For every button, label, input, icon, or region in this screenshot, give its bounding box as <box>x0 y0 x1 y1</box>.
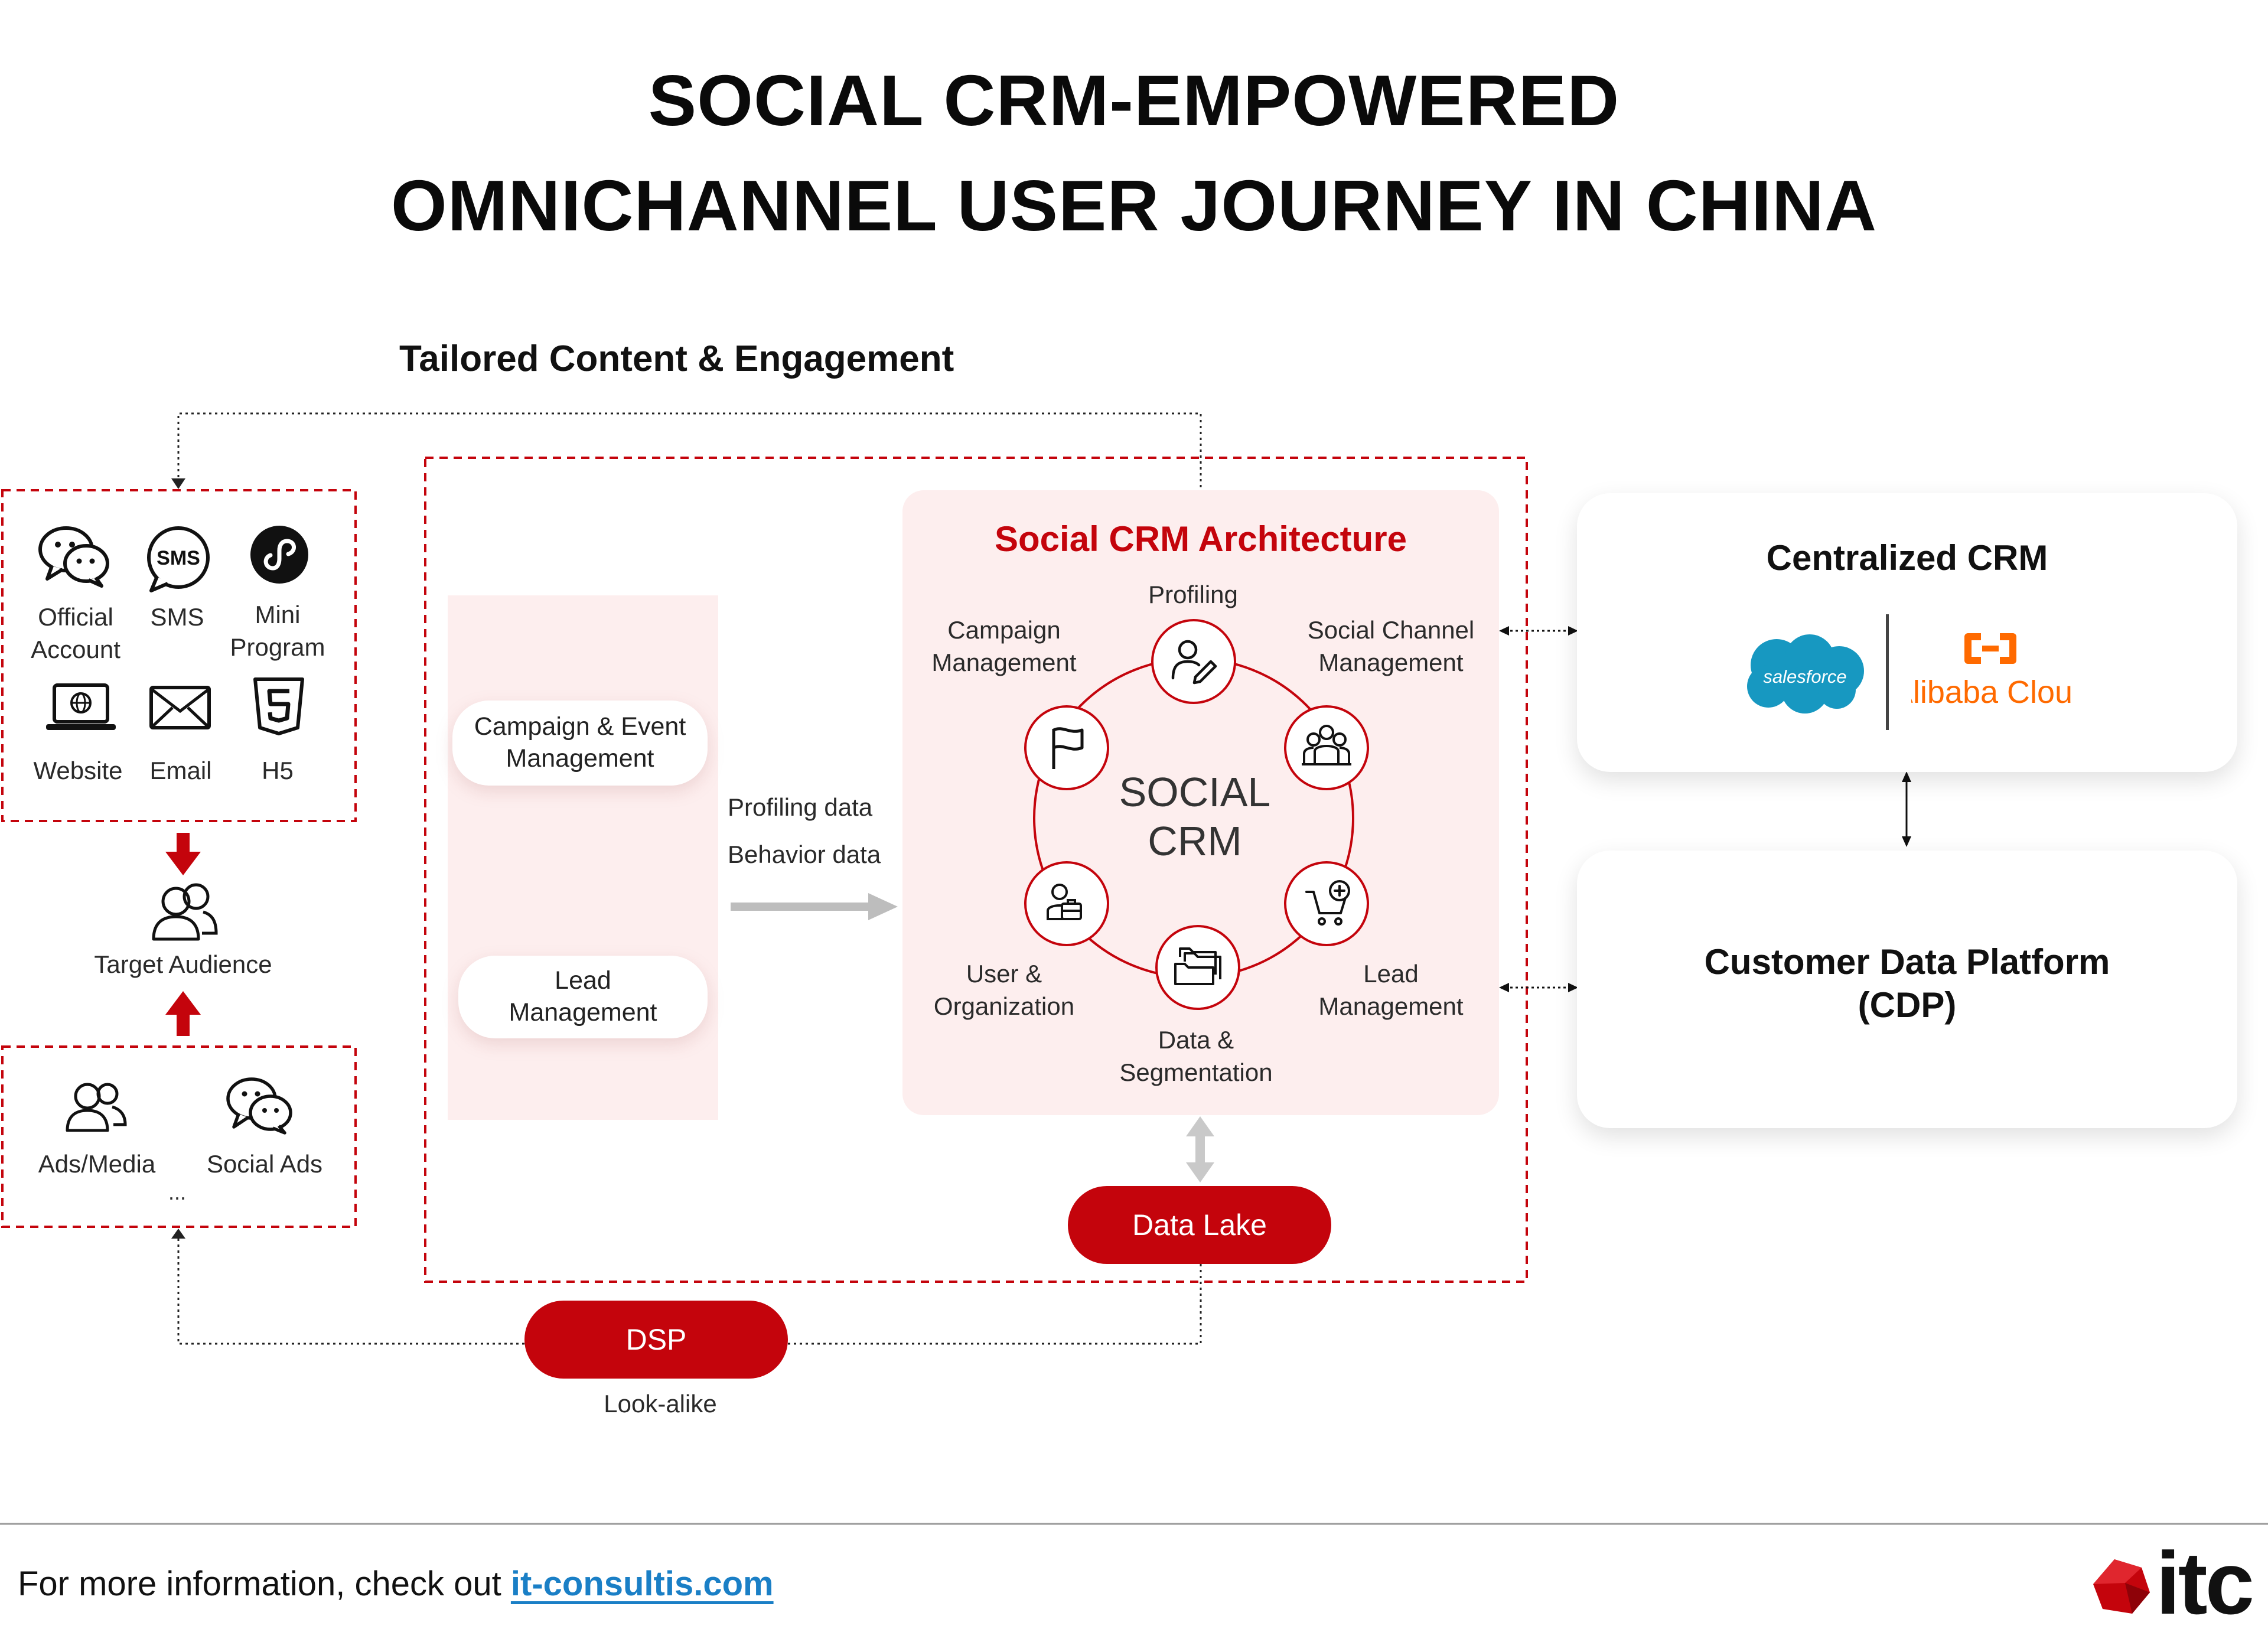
lead-node-label: Lead Management <box>1318 960 1464 1020</box>
cdp-link-arrow <box>1499 983 1578 992</box>
folders-icon <box>1174 947 1221 985</box>
group-icon <box>1302 725 1351 765</box>
more-channels-ellipsis: ... <box>168 1180 186 1204</box>
profiling-data-label: Profiling data <box>728 793 873 821</box>
social-channel-node-label: Social Channel Management <box>1307 616 1475 676</box>
email-icon <box>149 685 211 730</box>
lead-management-module[interactable]: Lead Management <box>458 956 708 1038</box>
target-audience-icon <box>150 882 219 941</box>
red-arrow-up <box>165 991 201 1036</box>
sms-icon: SMS <box>143 524 213 594</box>
profiling-node-label: Profiling <box>1148 581 1238 608</box>
flag-icon <box>1052 727 1084 769</box>
mini-program-icon <box>249 524 309 585</box>
target-audience-label: Target Audience <box>94 950 272 978</box>
architecture-heading: Social CRM Architecture <box>995 519 1407 559</box>
email-label: Email <box>149 757 212 784</box>
behavior-data-label: Behavior data <box>728 840 881 868</box>
itc-logo-text: itc <box>2156 1533 2254 1633</box>
campaign-node-label: Campaign Management <box>931 616 1077 676</box>
page-title-line-1: SOCIAL CRM-EMPOWERED <box>648 60 1620 141</box>
salesforce-logo: salesforce <box>1740 628 1870 717</box>
salesforce-text: salesforce <box>1763 666 1846 687</box>
official-account-label: Official Account <box>31 603 120 663</box>
alibaba-cloud-logo: Alibaba Cloud <box>1892 632 2090 726</box>
acquisition-frame <box>1 1045 357 1228</box>
crm-cdp-arrow <box>1902 771 1911 847</box>
user-organization-icon <box>1047 884 1082 920</box>
alibaba-cloud-text: Alibaba Cloud <box>1911 675 2071 710</box>
crm-logo-divider <box>1886 614 1889 730</box>
channels-frame <box>1 489 357 822</box>
html5-icon <box>253 677 305 736</box>
ads-media-label: Ads/Media <box>38 1150 156 1178</box>
sms-icon-text: SMS <box>157 547 200 569</box>
page-title-line-2: OMNICHANNEL USER JOURNEY IN CHINA <box>390 165 1878 246</box>
mini-program-label: Mini Program <box>230 601 325 661</box>
wechat-icon <box>37 524 111 588</box>
itc-logo-gem-icon <box>2091 1557 2153 1616</box>
footer-text: For more information, check out <box>18 1565 511 1603</box>
dsp-pill[interactable]: DSP <box>524 1301 788 1379</box>
lookalike-label: Look-alike <box>604 1390 717 1418</box>
architecture-panel <box>902 490 1499 1115</box>
campaign-event-module[interactable]: Campaign & Event Management <box>452 701 708 786</box>
sms-label: SMS <box>150 603 204 631</box>
footer-info: For more information, check out it-consu… <box>18 1564 774 1604</box>
social-ads-label: Social Ads <box>206 1150 323 1178</box>
h5-label: H5 <box>262 757 294 784</box>
centralized-crm-card <box>1577 493 2237 772</box>
footer-link[interactable]: it-consultis.com <box>510 1565 774 1603</box>
cdp-heading: Customer Data Platform (CDP) <box>1704 942 2110 1025</box>
crm-ring-diagram <box>1024 619 1369 1010</box>
tailored-content-loop <box>177 412 1202 493</box>
data-lake-pill[interactable]: Data Lake <box>1068 1186 1331 1264</box>
centralized-crm-heading: Centralized CRM <box>1766 538 2048 578</box>
social-crm-center-label: SOCIAL CRM <box>1119 769 1271 864</box>
datalake-link-arrow <box>1186 1116 1214 1182</box>
cart-add-icon <box>1305 880 1350 926</box>
ads-media-people-icon <box>64 1081 129 1132</box>
user-org-node-label: User & Organization <box>933 960 1075 1020</box>
social-ads-wechat-icon <box>224 1076 294 1135</box>
red-arrow-down <box>165 833 201 875</box>
profile-edit-icon <box>1171 640 1217 685</box>
website-label: Website <box>33 757 123 784</box>
tailored-content-heading: Tailored Content & Engagement <box>399 338 954 379</box>
data-segmentation-node-label: Data & Segmentation <box>1119 1026 1273 1086</box>
cdp-card <box>1577 851 2237 1128</box>
data-flow-arrow <box>731 893 898 920</box>
website-laptop-icon <box>44 683 118 732</box>
modules-panel <box>448 595 718 1120</box>
crm-link-arrow <box>1499 626 1578 636</box>
